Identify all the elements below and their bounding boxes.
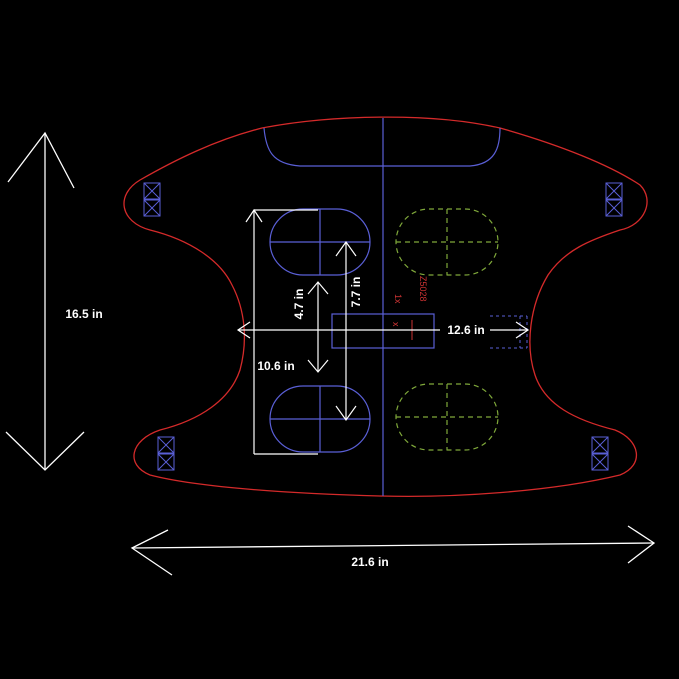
oval-top-left (269, 208, 371, 276)
corner-patch-bottom-left (157, 436, 175, 471)
center-label-box (331, 313, 435, 349)
code-marking: Z5028 (418, 276, 428, 302)
dimension-inner-left-height (245, 208, 318, 455)
corner-patch-top-right (605, 182, 623, 217)
inner-height-large-label: 7.7 in (349, 277, 363, 308)
oval-bottom-right-dashed (395, 383, 499, 451)
dimension-small-height (307, 281, 329, 373)
inner-width-left-label: 10.6 in (257, 359, 294, 373)
oval-top-right-dashed (395, 208, 499, 276)
inner-right-label-bg (440, 320, 490, 338)
height-overall-label: 16.5 in (65, 307, 102, 321)
inner-width-right-label: 12.6 in (447, 323, 484, 337)
oval-bottom-left (269, 385, 371, 453)
cross-marking: x (391, 322, 401, 327)
neck-scoop (263, 127, 501, 167)
inner-height-small-label: 4.7 in (292, 289, 306, 320)
small-marking: 1x (393, 294, 403, 304)
width-overall-label: 21.6 in (351, 555, 388, 569)
dimension-large-height (335, 240, 357, 422)
corner-patch-top-left (143, 182, 161, 217)
dimension-height-overall (5, 131, 85, 471)
corner-patch-bottom-right (591, 436, 609, 471)
pattern-outline (123, 116, 648, 498)
dimension-width-overall (130, 525, 656, 576)
side-tab-dashed (490, 315, 528, 349)
